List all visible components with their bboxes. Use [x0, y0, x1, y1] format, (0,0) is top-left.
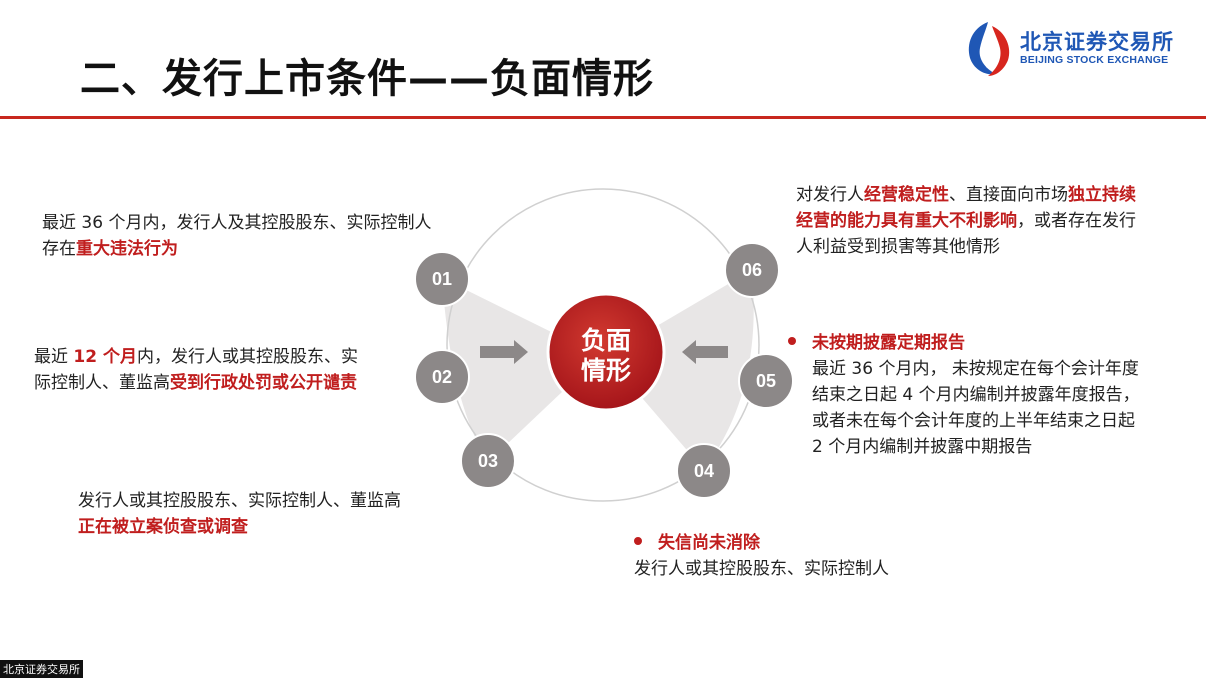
case-05-line2: 结束之日起 4 个月内编制并披露年度报告， [812, 385, 1140, 405]
case-01-line2: 存在重大违法行为 [42, 239, 178, 259]
case-02-highlight-1: 12 个月 [73, 347, 137, 367]
center-label-line1: 负面 [580, 326, 631, 355]
left-fan [442, 278, 600, 462]
case-05-title: 未按期披露定期报告 [788, 330, 1192, 356]
right-fan [606, 270, 754, 470]
case-03-line1: 发行人或其控股股东、实际控制人、董监高 [78, 491, 401, 511]
exchange-logo: 北京证券交易所 BEIJING STOCK EXCHANGE [962, 18, 1192, 80]
case-06-highlight-2a: 独立持续 [1068, 185, 1136, 205]
case-01-text: 最近 36 个月内，发行人及其控股股东、实际控制人 存在重大违法行为 [42, 210, 502, 262]
case-05-text: 未按期披露定期报告 最近 36 个月内， 未按规定在每个会计年度 结束之日起 4… [812, 330, 1192, 460]
footer-watermark: 北京证券交易所 [0, 660, 83, 678]
case-02-highlight-2: 受到行政处罚或公开谴责 [170, 373, 357, 393]
page-title: 二、发行上市条件——负面情形 [80, 56, 654, 102]
arrow-right-icon [480, 340, 528, 364]
outer-ring [446, 188, 760, 502]
case-03-text: 发行人或其控股股东、实际控制人、董监高 正在被立案侦查或调查 [78, 488, 478, 540]
case-06-line1: 对发行人经营稳定性、直接面向市场独立持续 [796, 185, 1136, 205]
node-03-label: 03 [478, 451, 498, 471]
case-06-line3: 人利益受到损害等其他情形 [796, 237, 1000, 257]
case-06-text: 对发行人经营稳定性、直接面向市场独立持续 经营的能力具有重大不利影响，或者存在发… [796, 182, 1196, 260]
node-05-label: 05 [756, 371, 776, 391]
node-01-label: 01 [432, 269, 452, 289]
node-04: 04 [676, 443, 732, 499]
title-rule [0, 116, 1206, 119]
case-02-line1: 最近 12 个月内，发行人或其控股股东、实 [34, 347, 358, 367]
case-04-body: 发行人或其控股股东、实际控制人 [634, 559, 889, 579]
node-06-label: 06 [742, 260, 762, 280]
case-01-line1: 最近 36 个月内，发行人及其控股股东、实际控制人 [42, 213, 432, 233]
case-06-highlight-2b: 经营的能力具有重大不利影响 [796, 211, 1017, 231]
node-02-label: 02 [432, 367, 452, 387]
case-05-line1: 最近 36 个月内， 未按规定在每个会计年度 [812, 359, 1139, 379]
logo-text-cn: 北京证券交易所 [1020, 30, 1174, 54]
logo-text-en: BEIJING STOCK EXCHANGE [1020, 54, 1169, 66]
node-03: 03 [460, 433, 516, 489]
case-02-line2: 际控制人、董监高受到行政处罚或公开谴责 [34, 373, 357, 393]
node-01: 01 [414, 251, 470, 307]
exchange-logo-icon [968, 22, 1010, 76]
case-01-highlight: 重大违法行为 [76, 239, 178, 259]
center-label: 负面 情形 [549, 311, 663, 401]
case-03-highlight: 正在被立案侦查或调查 [78, 517, 248, 537]
case-05-line4: 2 个月内编制并披露中期报告 [812, 437, 1033, 457]
node-05: 05 [738, 353, 794, 409]
case-04-text: 失信尚未消除 发行人或其控股股东、实际控制人 [634, 530, 954, 582]
case-06-highlight-1: 经营稳定性 [864, 185, 949, 205]
case-06-line2: 经营的能力具有重大不利影响，或者存在发行 [796, 211, 1136, 231]
center-circle [546, 292, 666, 412]
arrow-left-icon [682, 340, 728, 364]
node-02: 02 [414, 349, 470, 405]
node-06: 06 [724, 242, 780, 298]
case-04-title: 失信尚未消除 [634, 530, 954, 556]
center-label-line2: 情形 [580, 356, 631, 385]
case-02-text: 最近 12 个月内，发行人或其控股股东、实 际控制人、董监高受到行政处罚或公开谴… [34, 344, 414, 396]
case-05-line3: 或者未在每个会计年度的上半年结束之日起 [812, 411, 1135, 431]
node-04-label: 04 [694, 461, 714, 481]
